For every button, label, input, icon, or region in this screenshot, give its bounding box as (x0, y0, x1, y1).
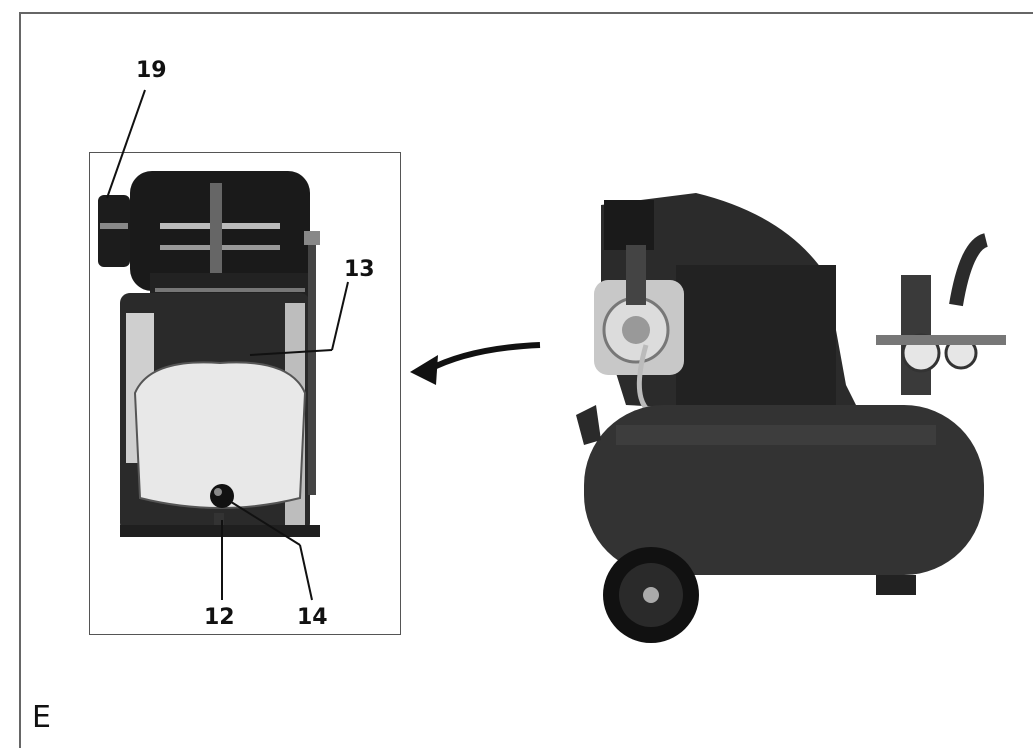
callout-14: 14 (297, 605, 328, 630)
callout-12: 12 (204, 605, 235, 630)
callout-13: 13 (344, 257, 375, 282)
arrow-head-icon (410, 355, 438, 385)
leader-13b (249, 349, 333, 356)
leader-13 (331, 281, 349, 351)
callout-19: 19 (136, 58, 167, 83)
direction-arrow (426, 342, 541, 373)
leader-14 (299, 544, 313, 601)
pump-closeup-illustration (98, 171, 320, 537)
detail-inset (89, 152, 401, 635)
leader-19 (106, 89, 146, 199)
leader-14b (227, 499, 301, 546)
page-letter: E (32, 700, 51, 735)
compressor-illustration (576, 193, 1006, 643)
